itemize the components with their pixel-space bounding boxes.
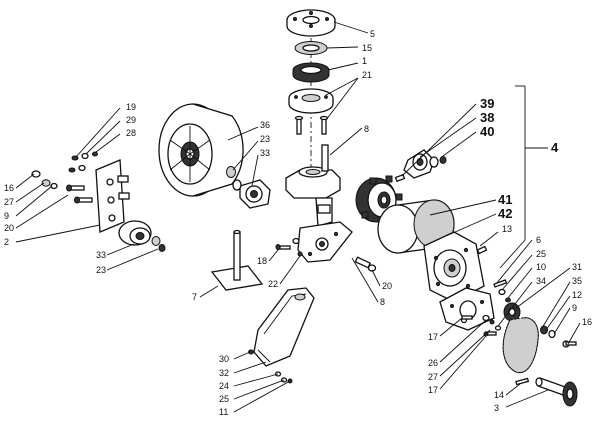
callout-27-right: 27 — [428, 372, 438, 382]
callout-20-right: 20 — [382, 281, 392, 291]
callout-33-lower: 33 — [96, 250, 106, 260]
callout-numbers: 5 15 1 21 8 36 23 33 19 29 28 16 27 9 20… — [4, 29, 592, 417]
part-39-brake-assembly — [394, 149, 447, 183]
callout-31: 31 — [572, 262, 582, 272]
callout-1: 1 — [362, 56, 367, 66]
callout-21: 21 — [362, 70, 372, 80]
callout-42: 42 — [498, 206, 512, 221]
flange-bolts — [294, 115, 329, 135]
callout-8-lower: 8 — [380, 297, 385, 307]
part-36-drive-wheel — [158, 103, 244, 197]
drive-chain — [502, 317, 539, 374]
part-23-nut-lower — [151, 236, 166, 252]
part-42-gearbox — [423, 231, 488, 303]
part-1-bearing — [292, 62, 330, 83]
part-33-hub-right — [239, 179, 271, 209]
callout-23-upper: 23 — [260, 134, 270, 144]
callout-30: 30 — [219, 354, 229, 364]
callout-24: 24 — [219, 381, 229, 391]
callout-16-right: 16 — [582, 317, 592, 327]
callout-23-lower: 23 — [96, 265, 106, 275]
callout-32: 32 — [219, 368, 229, 378]
part-14-key — [515, 377, 530, 386]
callout-16-left: 16 — [4, 183, 14, 193]
callout-4: 4 — [551, 140, 559, 155]
callout-22: 22 — [268, 279, 278, 289]
callout-12: 12 — [572, 290, 582, 300]
callout-33-upper: 33 — [260, 148, 270, 158]
callout-11: 11 — [219, 407, 228, 417]
callout-39: 39 — [480, 96, 494, 111]
part-30-cover — [248, 287, 315, 367]
callout-36: 36 — [260, 120, 270, 130]
part-33-hub-left — [118, 220, 152, 246]
callout-3: 3 — [494, 403, 499, 413]
right-small-fasteners — [540, 325, 577, 348]
callout-38: 38 — [480, 110, 494, 125]
callout-15: 15 — [362, 43, 372, 53]
callout-19: 19 — [126, 102, 136, 112]
callout-40: 40 — [480, 124, 494, 139]
leader-lines — [15, 21, 581, 413]
callout-2: 2 — [4, 237, 9, 247]
callout-25-right: 25 — [536, 249, 546, 259]
callout-7: 7 — [192, 292, 197, 302]
callout-25-left: 25 — [219, 394, 229, 404]
callout-9-right: 9 — [572, 303, 577, 313]
callout-20-left: 20 — [4, 223, 14, 233]
callout-9-left: 9 — [4, 211, 9, 221]
callout-14: 14 — [494, 390, 504, 400]
part-3-shaft-sprocket — [535, 377, 578, 407]
part-7-post-plate — [210, 229, 264, 291]
part-8-steering-housing — [285, 144, 353, 263]
group-4-bracket — [499, 85, 548, 269]
callout-10: 10 — [536, 262, 546, 272]
small-bolts-18-22 — [275, 237, 303, 257]
callout-5: 5 — [370, 29, 375, 39]
callout-41: 41 — [498, 192, 512, 207]
callout-8-upper: 8 — [364, 124, 369, 134]
callout-6: 6 — [536, 235, 541, 245]
part-5-top-flange — [286, 9, 336, 37]
callout-17-upper: 17 — [428, 332, 438, 342]
callout-13: 13 — [502, 224, 512, 234]
part-21-lower-flange — [288, 88, 334, 114]
callout-26: 26 — [428, 358, 438, 368]
callout-17-lower: 17 — [428, 385, 438, 395]
callout-28: 28 — [126, 128, 136, 138]
callout-34: 34 — [536, 276, 546, 286]
callout-29: 29 — [126, 115, 136, 125]
callout-27-left: 27 — [4, 197, 14, 207]
left-fasteners — [31, 151, 98, 204]
wheel-spokes — [169, 126, 211, 182]
part-15-seal — [294, 41, 328, 55]
part-2-side-plate — [95, 159, 130, 233]
callout-18: 18 — [257, 256, 267, 266]
callout-35: 35 — [572, 276, 582, 286]
